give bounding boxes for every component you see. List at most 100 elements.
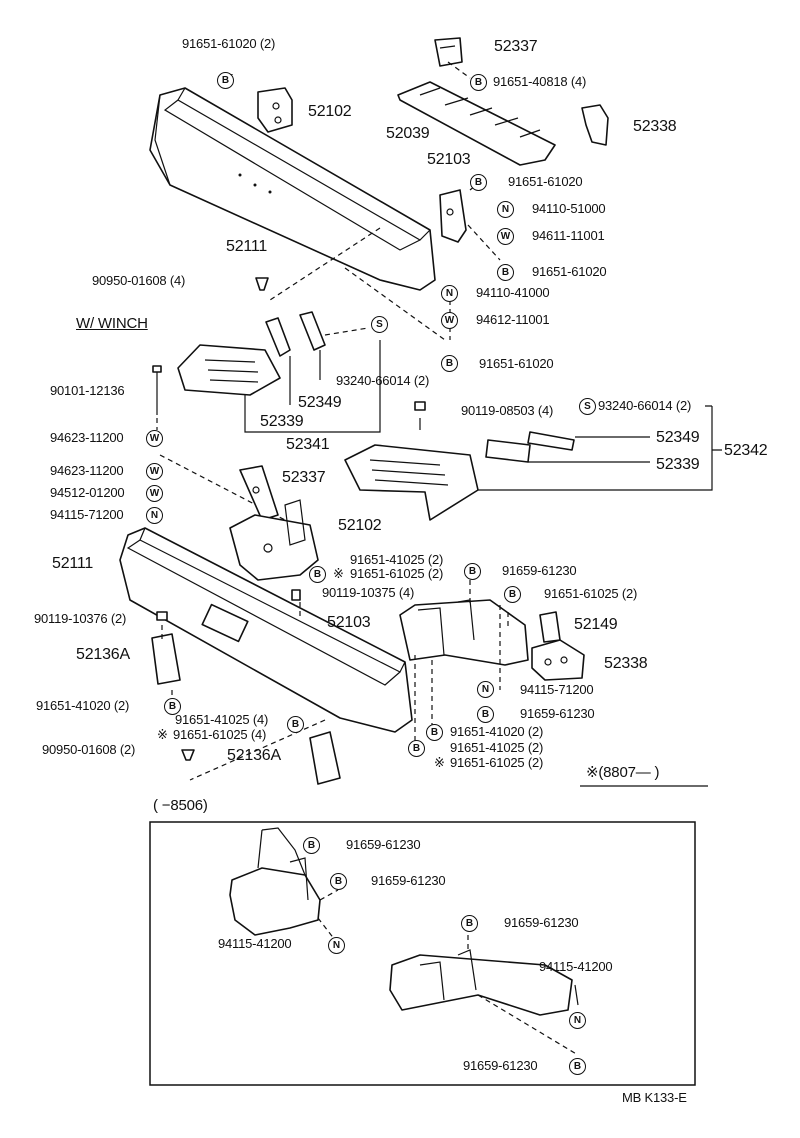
label-91659-61230-b: 91659-61230 — [520, 706, 595, 721]
label-94612-11001: 94612-11001 — [476, 312, 550, 327]
mark-symbol: ※ — [333, 566, 344, 581]
screw-symbol: S — [371, 316, 388, 333]
label-91651-61025-4: 91651-61025 (4) — [173, 727, 267, 742]
bolt-symbol: B — [309, 566, 326, 583]
label-91651-41025-2-a: 91651-41025 (2) — [350, 552, 444, 567]
bracket-52136A-left — [151, 633, 181, 685]
nut-symbol: N — [328, 937, 345, 954]
nut-symbol: N — [497, 201, 514, 218]
plug-90950-01608-upper — [255, 277, 269, 291]
bolt-symbol: B — [287, 716, 304, 733]
inset-range-8506: ( −8506) — [153, 797, 208, 814]
label-52102-upper: 52102 — [308, 103, 352, 120]
label-52349-left: 52349 — [298, 394, 342, 411]
label-91651-41025-2-b: 91651-41025 (2) — [450, 740, 544, 755]
bracket-52102-upper — [257, 87, 293, 133]
label-52342: 52342 — [724, 442, 768, 459]
label-52337-upper: 52337 — [494, 38, 538, 55]
bracket-52102-lower — [229, 499, 319, 581]
bolt-symbol: B — [303, 837, 320, 854]
bolt-symbol: B — [477, 706, 494, 723]
label-94611-11001: 94611-11001 — [532, 228, 605, 243]
bolt-symbol: B — [470, 174, 487, 191]
note-range-8807: ※(8807— ) — [586, 764, 660, 781]
nut-symbol: N — [477, 681, 494, 698]
stay-52103-upper — [439, 189, 467, 243]
label-91651-61025-2-c: 91651-61025 (2) — [450, 755, 544, 770]
label-52111-lower: 52111 — [52, 555, 94, 572]
label-52339-right: 52339 — [656, 456, 700, 473]
label-91651-61020-b: 91651-61020 — [532, 264, 607, 279]
nut-symbol: N — [146, 507, 163, 524]
inset-bracket-right — [389, 949, 573, 1016]
label-91651-40818-4: 91651-40818 (4) — [493, 74, 587, 89]
bolt-symbol: B — [217, 72, 234, 89]
nut-symbol: N — [569, 1012, 586, 1029]
label-52338-lower: 52338 — [604, 655, 648, 672]
label-52341: 52341 — [286, 436, 330, 453]
label-91651-41025-4: 91651-41025 (4) — [175, 712, 269, 727]
label-52337-lower: 52337 — [282, 469, 326, 486]
label-93240-66014-2-b: 93240-66014 (2) — [598, 398, 692, 413]
label-91659-61230-a: 91659-61230 — [502, 563, 577, 578]
label-52349-right: 52349 — [656, 429, 700, 446]
label-91651-41020-2-a: 91651-41020 (2) — [36, 698, 130, 713]
label-52339-left: 52339 — [260, 413, 304, 430]
bolt-symbol: B — [497, 264, 514, 281]
screw-symbol: S — [579, 398, 596, 415]
nut-symbol: N — [441, 285, 458, 302]
label-94115-41200-b: 94115-41200 — [539, 959, 613, 974]
label-90101-12136: 90101-12136 — [50, 383, 125, 398]
label-91659-61230-e: 91659-61230 — [504, 915, 579, 930]
label-94115-41200-a: 94115-41200 — [218, 936, 292, 951]
label-91659-61230-f: 91659-61230 — [463, 1058, 538, 1073]
label-94512-01200: 94512-01200 — [50, 485, 125, 500]
plate-52349-right — [527, 431, 575, 451]
label-94110-41000: 94110-41000 — [476, 285, 550, 300]
mark-symbol: ※ — [157, 727, 168, 742]
bolt-symbol: B — [470, 74, 487, 91]
bolt-symbol: B — [441, 355, 458, 372]
winch-plate-52339-left — [177, 344, 281, 396]
inset-bracket-left — [229, 827, 321, 936]
bolt-90119-08503 — [414, 401, 426, 411]
washer-symbol: W — [146, 485, 163, 502]
inset-box — [149, 821, 696, 1086]
bracket-52136A-right — [309, 731, 341, 785]
plate-52339-upright — [265, 317, 291, 357]
plate-52339-small — [485, 439, 531, 463]
step-plate-52039 — [397, 81, 556, 166]
bolt-symbol: B — [504, 586, 521, 603]
bracket-52338-upper — [581, 104, 609, 146]
label-90119-10376-2: 90119-10376 (2) — [34, 611, 127, 626]
label-52102-lower: 52102 — [338, 517, 382, 534]
label-52136A-left: 52136A — [76, 646, 130, 663]
bracket-52337-lower — [239, 465, 279, 521]
winch-plate-52339-right — [344, 444, 479, 521]
label-93240-66014-2-a: 93240-66014 (2) — [336, 373, 430, 388]
label-52103-lower: 52103 — [327, 614, 371, 631]
diagram-code: MB K133-E — [622, 1090, 687, 1105]
label-94115-71200-a: 94115-71200 — [50, 507, 124, 522]
label-94110-51000: 94110-51000 — [532, 201, 606, 216]
bolt-symbol: B — [426, 724, 443, 741]
bolt-symbol: B — [569, 1058, 586, 1075]
label-94623-11200-a: 94623-11200 — [50, 430, 124, 445]
label-91651-61020-a: 91651-61020 — [508, 174, 583, 189]
bolt-symbol: B — [464, 563, 481, 580]
rear-bumper-upper — [149, 87, 436, 291]
label-91651-61025-2-b: 91651-61025 (2) — [544, 586, 638, 601]
label-91651-61020-2: 91651-61020 (2) — [182, 36, 276, 51]
bolt-90101-12136 — [152, 365, 162, 415]
label-52136A-right: 52136A — [227, 747, 281, 764]
stay-52103-lower — [399, 599, 529, 666]
bolt-90119-10375 — [291, 589, 301, 601]
label-90119-08503-4: 90119-08503 (4) — [461, 403, 554, 418]
label-52338-upper: 52338 — [633, 118, 677, 135]
washer-symbol: W — [146, 430, 163, 447]
label-91659-61230-c: 91659-61230 — [346, 837, 421, 852]
washer-symbol: W — [497, 228, 514, 245]
bolt-symbol: B — [330, 873, 347, 890]
label-94115-71200-b: 94115-71200 — [520, 682, 594, 697]
